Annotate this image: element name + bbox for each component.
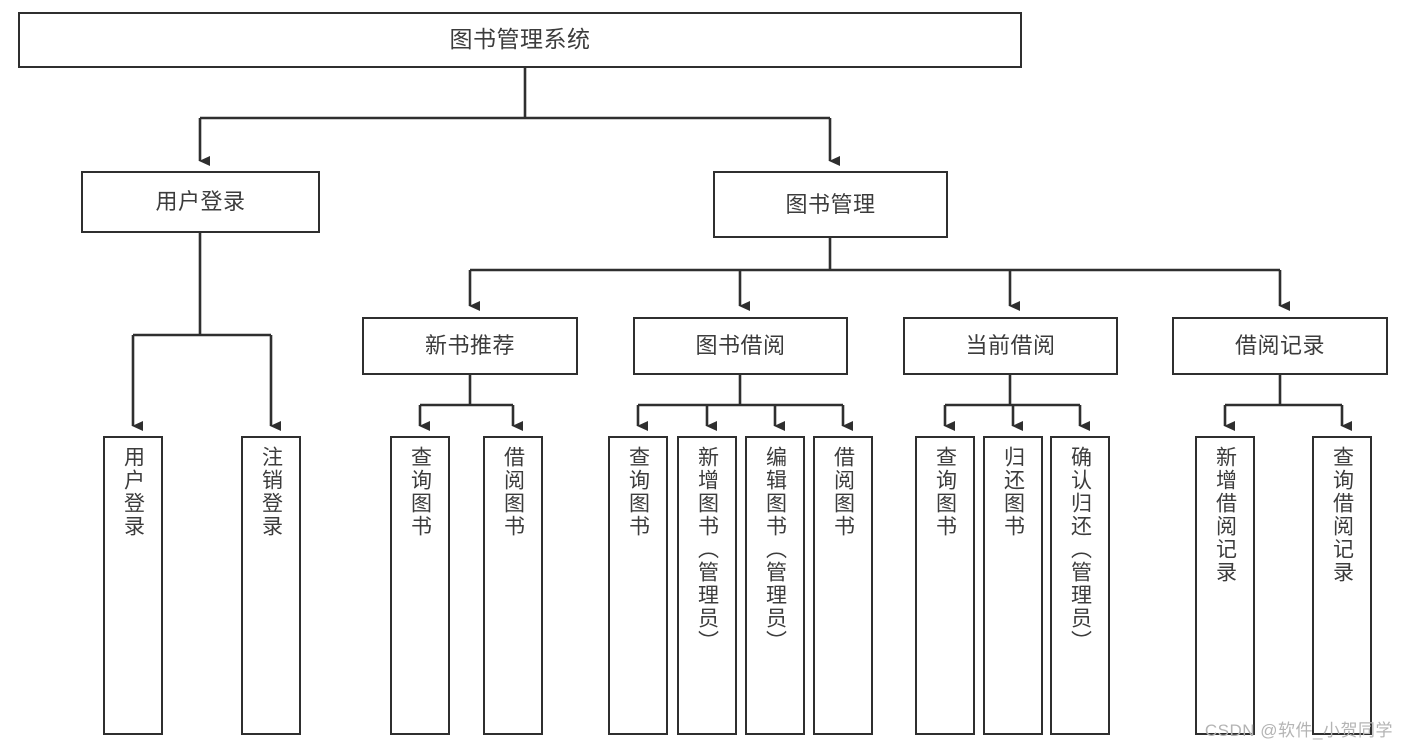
leaf-borrowrecord-query-record-label: 查询借阅记录 xyxy=(1330,446,1354,584)
node-new-book-recommend-label: 新书推荐 xyxy=(424,333,515,359)
leaf-newbook-borrow-book[interactable]: 借阅图书 xyxy=(483,436,543,735)
leaf-logout-label: 注销登录 xyxy=(259,446,283,538)
leaf-bookborrow-edit-book-label: 编辑图书（管理员） xyxy=(763,446,787,653)
node-current-borrow[interactable]: 当前借阅 xyxy=(903,317,1118,375)
node-root-system-label: 图书管理系统 xyxy=(449,26,591,53)
leaf-bookborrow-query-book-label: 查询图书 xyxy=(626,446,650,538)
watermark: CSDN @软件_小贺同学 xyxy=(1204,721,1393,740)
node-book-management-label: 图书管理 xyxy=(785,191,876,217)
leaf-currentborrow-return-book-label: 归还图书 xyxy=(1001,446,1025,538)
leaf-bookborrow-borrow-book-label: 借阅图书 xyxy=(831,446,855,538)
leaf-borrowrecord-query-record[interactable]: 查询借阅记录 xyxy=(1312,436,1372,735)
node-user-login[interactable]: 用户登录 xyxy=(81,171,320,233)
node-book-management[interactable]: 图书管理 xyxy=(713,171,948,238)
leaf-borrowrecord-add-record-label: 新增借阅记录 xyxy=(1213,446,1237,584)
leaf-bookborrow-query-book[interactable]: 查询图书 xyxy=(608,436,668,735)
leaf-borrowrecord-add-record[interactable]: 新增借阅记录 xyxy=(1195,436,1255,735)
leaf-currentborrow-query-book[interactable]: 查询图书 xyxy=(915,436,975,735)
leaf-bookborrow-add-book[interactable]: 新增图书（管理员） xyxy=(677,436,737,735)
leaf-currentborrow-confirm-return-label: 确认归还（管理员） xyxy=(1068,446,1092,653)
leaf-currentborrow-query-book-label: 查询图书 xyxy=(933,446,957,538)
leaf-newbook-query-book-label: 查询图书 xyxy=(408,446,432,538)
leaf-bookborrow-borrow-book[interactable]: 借阅图书 xyxy=(813,436,873,735)
leaf-newbook-query-book[interactable]: 查询图书 xyxy=(390,436,450,735)
leaf-currentborrow-return-book[interactable]: 归还图书 xyxy=(983,436,1043,735)
node-borrow-record[interactable]: 借阅记录 xyxy=(1172,317,1388,375)
node-current-borrow-label: 当前借阅 xyxy=(965,333,1056,359)
node-new-book-recommend[interactable]: 新书推荐 xyxy=(362,317,578,375)
leaf-bookborrow-add-book-label: 新增图书（管理员） xyxy=(695,446,719,653)
node-root-system[interactable]: 图书管理系统 xyxy=(18,12,1022,68)
leaf-bookborrow-edit-book[interactable]: 编辑图书（管理员） xyxy=(745,436,805,735)
leaf-user-login[interactable]: 用户登录 xyxy=(103,436,163,735)
leaf-logout[interactable]: 注销登录 xyxy=(241,436,301,735)
leaf-newbook-borrow-book-label: 借阅图书 xyxy=(501,446,525,538)
leaf-currentborrow-confirm-return[interactable]: 确认归还（管理员） xyxy=(1050,436,1110,735)
node-user-login-label: 用户登录 xyxy=(155,189,246,215)
node-borrow-record-label: 借阅记录 xyxy=(1234,333,1325,359)
node-book-borrow-label: 图书借阅 xyxy=(695,333,786,359)
leaf-user-login-label: 用户登录 xyxy=(121,446,145,538)
node-book-borrow[interactable]: 图书借阅 xyxy=(633,317,848,375)
